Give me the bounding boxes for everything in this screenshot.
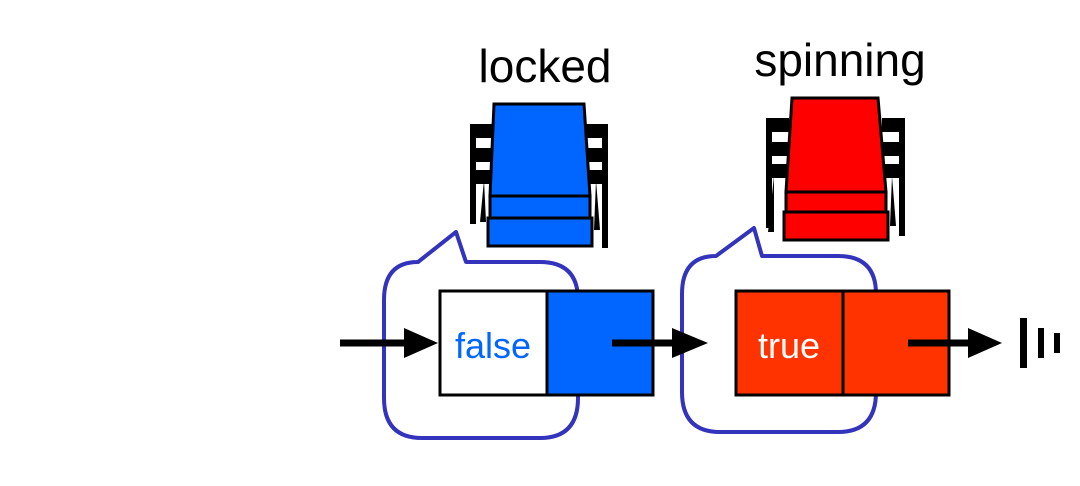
locked-bubble-outline <box>382 230 580 440</box>
locked-label: locked <box>479 40 612 92</box>
flag-false-text: false <box>455 325 531 366</box>
spinning-chair-icon <box>766 96 905 242</box>
arrow-right-icon <box>612 328 708 358</box>
arrow-right-icon <box>340 328 438 358</box>
spinning-bubble-outline <box>680 226 878 434</box>
arrow-right-icon <box>908 328 1002 358</box>
ground-null-icon <box>1020 318 1060 368</box>
flag-true-text: true <box>758 325 820 366</box>
locked-chair-icon <box>470 102 608 248</box>
spinning-label: spinning <box>754 34 925 86</box>
